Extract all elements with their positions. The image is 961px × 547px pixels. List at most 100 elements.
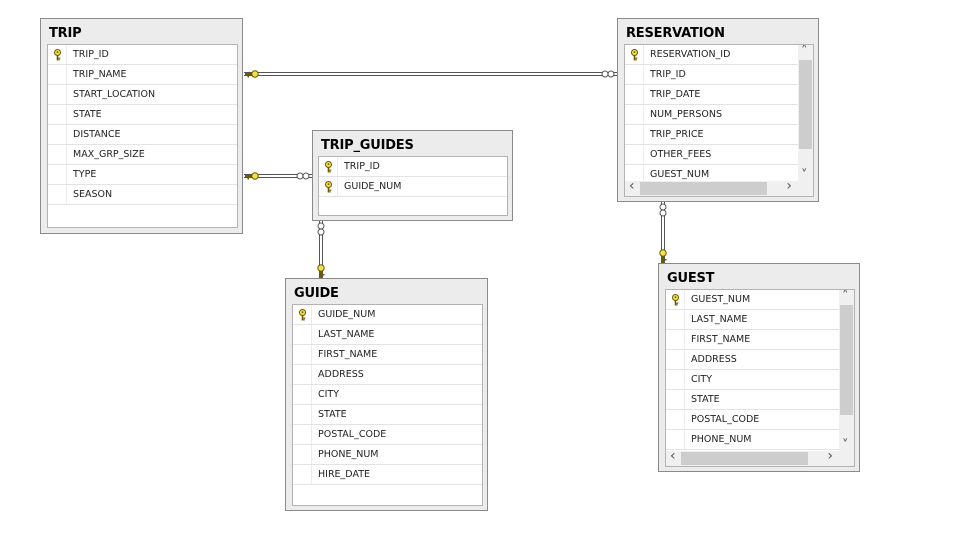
key-endpoint-icon: [317, 264, 325, 278]
column-row[interactable]: PHONE_NUM: [293, 445, 482, 465]
column-name: POSTAL_CODE: [318, 429, 387, 440]
chevron-left-icon[interactable]: ‹: [629, 178, 635, 194]
table-title: GUIDE: [294, 286, 339, 301]
row-selector-cell: [48, 65, 67, 84]
column-name: TRIP_ID: [73, 49, 109, 60]
row-selector-cell: [48, 125, 67, 144]
column-name: TRIP_DATE: [650, 89, 701, 100]
primary-key-icon: [54, 49, 61, 61]
column-row[interactable]: RESERVATION_ID: [625, 45, 798, 65]
column-row[interactable]: SEASON: [48, 185, 237, 205]
column-name: PHONE_NUM: [318, 449, 379, 460]
column-name: SEASON: [73, 189, 113, 200]
column-row[interactable]: MAX_GRP_SIZE: [48, 145, 237, 165]
chevron-up-icon[interactable]: ˄: [801, 44, 808, 59]
column-row[interactable]: TRIP_DATE: [625, 85, 798, 105]
column-row[interactable]: GUIDE_NUM: [293, 305, 482, 325]
column-name: POSTAL_CODE: [691, 414, 760, 425]
horizontal-scroll-thumb[interactable]: [640, 182, 767, 195]
horizontal-scrollbar[interactable]: ‹›: [666, 448, 839, 466]
column-row[interactable]: STATE: [48, 105, 237, 125]
horizontal-scrollbar[interactable]: ‹›: [625, 178, 798, 196]
row-selector-cell: [666, 310, 685, 329]
column-row[interactable]: ADDRESS: [293, 365, 482, 385]
row-selector-cell: [666, 410, 685, 429]
chevron-down-icon[interactable]: ˅: [801, 168, 808, 183]
row-selector-cell: [293, 445, 312, 464]
column-name: TRIP_NAME: [73, 69, 127, 80]
row-selector-cell: [293, 305, 312, 324]
table-title: TRIP_GUIDES: [321, 138, 414, 153]
column-row[interactable]: NUM_PERSONS: [625, 105, 798, 125]
row-selector-cell: [625, 45, 644, 64]
column-row[interactable]: FIRST_NAME: [293, 345, 482, 365]
column-row[interactable]: OTHER_FEES: [625, 145, 798, 165]
row-selector-cell: [48, 145, 67, 164]
column-row[interactable]: CITY: [666, 370, 839, 390]
column-row[interactable]: TYPE: [48, 165, 237, 185]
vertical-scroll-thumb[interactable]: [799, 60, 812, 149]
column-row[interactable]: START_LOCATION: [48, 85, 237, 105]
row-selector-cell: [625, 165, 644, 184]
column-name: HIRE_DATE: [318, 469, 371, 480]
chevron-right-icon[interactable]: ›: [786, 178, 792, 194]
chevron-right-icon[interactable]: ›: [827, 448, 833, 464]
column-row[interactable]: TRIP_ID: [625, 65, 798, 85]
column-row[interactable]: LAST_NAME: [666, 310, 839, 330]
column-row[interactable]: CITY: [293, 385, 482, 405]
row-selector-cell: [625, 145, 644, 164]
column-row[interactable]: STATE: [293, 405, 482, 425]
column-row[interactable]: POSTAL_CODE: [293, 425, 482, 445]
primary-key-icon: [631, 49, 638, 61]
column-row[interactable]: GUIDE_NUM: [319, 177, 507, 197]
row-selector-cell: [293, 325, 312, 344]
row-selector-cell: [293, 465, 312, 484]
column-name: STATE: [73, 109, 102, 120]
row-selector-cell: [666, 390, 685, 409]
row-selector-cell: [666, 430, 685, 449]
scrollbar-corner: [798, 181, 813, 196]
column-row[interactable]: HIRE_DATE: [293, 465, 482, 485]
column-row[interactable]: POSTAL_CODE: [666, 410, 839, 430]
scrollbar-corner: [839, 451, 854, 466]
row-selector-cell: [625, 125, 644, 144]
column-row[interactable]: TRIP_ID: [48, 45, 237, 65]
primary-key-icon: [325, 161, 332, 173]
column-row[interactable]: PHONE_NUM: [666, 430, 839, 450]
chevron-down-icon[interactable]: ˅: [842, 438, 849, 453]
column-row[interactable]: ADDRESS: [666, 350, 839, 370]
column-row[interactable]: TRIP_PRICE: [625, 125, 798, 145]
row-selector-cell: [48, 45, 67, 64]
primary-key-icon: [325, 181, 332, 193]
column-row[interactable]: TRIP_ID: [319, 157, 507, 177]
chevron-left-icon[interactable]: ‹: [670, 448, 676, 464]
column-name: STATE: [318, 409, 347, 420]
column-row[interactable]: LAST_NAME: [293, 325, 482, 345]
column-row[interactable]: GUEST_NUM: [666, 290, 839, 310]
column-name: DISTANCE: [73, 129, 121, 140]
column-name: ADDRESS: [318, 369, 364, 380]
row-selector-cell: [625, 65, 644, 84]
infinity-endpoint-icon: [296, 172, 310, 180]
chevron-up-icon[interactable]: ˄: [842, 289, 849, 304]
vertical-scrollbar[interactable]: ˄˅: [839, 289, 854, 453]
primary-key-icon: [672, 294, 679, 306]
column-row[interactable]: STATE: [666, 390, 839, 410]
column-row[interactable]: FIRST_NAME: [666, 330, 839, 350]
vertical-scroll-thumb[interactable]: [840, 305, 853, 415]
column-row[interactable]: TRIP_NAME: [48, 65, 237, 85]
table-title: RESERVATION: [626, 26, 725, 41]
column-name: LAST_NAME: [318, 329, 375, 340]
table-guide[interactable]: GUIDE GUIDE_NUM LAST_NAME FIRST_NAME ADDRES…: [285, 278, 488, 511]
row-selector-cell: [293, 365, 312, 384]
column-row[interactable]: DISTANCE: [48, 125, 237, 145]
horizontal-scroll-thumb[interactable]: [681, 452, 808, 465]
vertical-scrollbar[interactable]: ˄˅: [798, 44, 813, 183]
